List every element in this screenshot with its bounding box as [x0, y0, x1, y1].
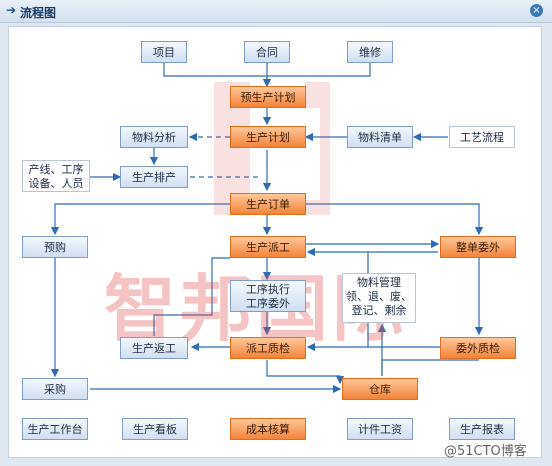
window-title: 流程图 — [20, 6, 57, 20]
node-wuliaofenxi[interactable]: 物料分析 — [120, 126, 188, 148]
line-weixiu — [267, 63, 371, 77]
node-gongyiliucheng[interactable]: 工艺流程 — [449, 126, 515, 148]
node-gongxu-line2: 工序委外 — [246, 297, 290, 310]
node-chanxian-line2: 设备、人员 — [28, 177, 84, 190]
node-caigou[interactable]: 采购 — [22, 378, 88, 400]
node-shengchanpaichan[interactable]: 生产排产 — [120, 166, 188, 188]
line-fangong-to-paigong — [153, 257, 230, 336]
node-wuliaoguanli-line2: 领、退、废、 — [346, 290, 412, 303]
line-zhijian-to-cangku — [266, 360, 345, 385]
node-paigongzhijian[interactable]: 派工质检 — [230, 337, 306, 359]
line-dingdan-to-yugou — [50, 203, 230, 236]
line-xiangmu — [163, 63, 272, 88]
node-hetong[interactable]: 合同 — [244, 41, 290, 63]
title-bar: ➔ 流程图 × — [0, 0, 552, 23]
node-wuliaoqingdan[interactable]: 物料清单 — [347, 126, 413, 148]
node-weixiu[interactable]: 维修 — [347, 41, 393, 63]
node-gongxu-line1: 工序执行 — [246, 283, 290, 296]
node-weiwaizhijian[interactable]: 委外质检 — [440, 337, 516, 359]
line-cangku-to-weiwai — [381, 359, 479, 376]
arrow-right-icon: ➔ — [6, 3, 17, 17]
node-xiangmu[interactable]: 项目 — [141, 41, 187, 63]
site-watermark: @51CTO博客 — [444, 444, 527, 459]
node-chanxian-line1: 产线、工序 — [28, 163, 84, 176]
node-shengchanfangong[interactable]: 生产返工 — [120, 337, 188, 359]
node-chanxian[interactable]: 产线、工序 设备、人员 — [22, 160, 90, 192]
node-shengchandingdan[interactable]: 生产订单 — [230, 193, 306, 215]
node-yugou[interactable]: 预购 — [22, 236, 88, 258]
node-cangku[interactable]: 仓库 — [342, 378, 418, 400]
node-wuliaoguanli-line3: 登记、剩余 — [351, 304, 407, 317]
node-shengchanpaigong[interactable]: 生产派工 — [230, 236, 306, 258]
line-dingdan-to-weiwai — [306, 203, 484, 236]
node-baobiao[interactable]: 生产报表 — [449, 418, 515, 440]
node-kanban[interactable]: 生产看板 — [122, 418, 188, 440]
node-zhengdanweiwai[interactable]: 整单委外 — [440, 236, 516, 258]
node-wuliaoguanli-line1: 物料管理 — [357, 276, 401, 289]
node-chengben[interactable]: 成本核算 — [230, 418, 306, 440]
node-shengchanjihua[interactable]: 生产计划 — [230, 126, 306, 148]
node-yushengchan[interactable]: 预生产计划 — [230, 86, 306, 108]
node-wuliaoguanli[interactable]: 物料管理 领、退、废、 登记、剩余 — [342, 273, 416, 323]
node-jijian[interactable]: 计件工资 — [347, 418, 413, 440]
node-gongzuotai[interactable]: 生产工作台 — [22, 418, 88, 440]
node-gongxuzhixing[interactable]: 工序执行 工序委外 — [230, 280, 306, 312]
close-button[interactable]: × — [530, 4, 543, 17]
